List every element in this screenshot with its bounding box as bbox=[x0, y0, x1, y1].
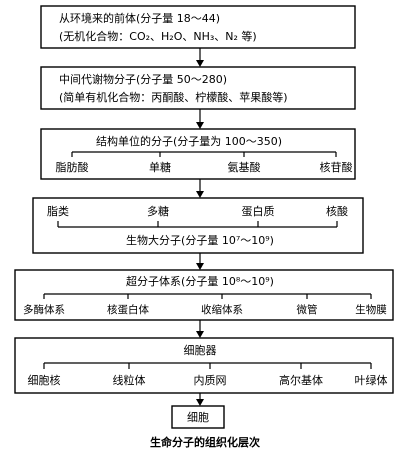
level3-item-0: 脂肪酸 bbox=[56, 160, 89, 174]
level4-node: 脂类 多糖 蛋白质 核酸 生物大分子(分子量 10⁷～10⁹) bbox=[32, 197, 364, 254]
level5-title: 超分子体系(分子量 10⁸～10⁹) bbox=[126, 274, 274, 288]
arrow-4-5 bbox=[196, 253, 204, 270]
level3-item-3: 核苷酸 bbox=[320, 160, 353, 174]
level3-item-2: 氨基酸 bbox=[228, 160, 261, 174]
level5-node: 超分子体系(分子量 10⁸～10⁹) 多酶体系 核蛋白体 收缩体系 微管 生物膜 bbox=[14, 269, 394, 321]
level3-item-1: 单糖 bbox=[149, 160, 171, 174]
level4-item-0: 脂类 bbox=[47, 204, 69, 218]
level7-node: 细胞 bbox=[171, 405, 225, 429]
level1-line1: 从环境来的前体(分子量 18～44) bbox=[59, 11, 220, 25]
level3-title: 结构单位的分子(分子量为 100～350) bbox=[96, 134, 282, 148]
arrow-3-4 bbox=[196, 179, 204, 198]
arrow-6-7 bbox=[196, 393, 204, 406]
level6-item-2: 内质网 bbox=[194, 373, 227, 387]
level4-item-3: 核酸 bbox=[326, 204, 348, 218]
figure-caption: 生命分子的组织化层次 bbox=[150, 435, 260, 449]
level6-item-4: 叶绿体 bbox=[355, 373, 388, 387]
arrow-2-3 bbox=[196, 109, 204, 129]
level2-node: 中间代谢物分子(分子量 50～280) (简单有机化合物：丙酮酸、柠檬酸、苹果酸… bbox=[40, 66, 356, 110]
arrow-5-6 bbox=[196, 320, 204, 338]
level5-item-4: 生物膜 bbox=[355, 303, 387, 316]
level4-title: 生物大分子(分子量 10⁷～10⁹) bbox=[126, 233, 274, 247]
level6-item-3: 高尔基体 bbox=[279, 373, 323, 387]
level1-node: 从环境来的前体(分子量 18～44) (无机化合物：CO₂、H₂O、NH₃、N₂… bbox=[40, 5, 356, 49]
level1-line2: (无机化合物：CO₂、H₂O、NH₃、N₂ 等) bbox=[59, 29, 257, 43]
level5-item-1: 核蛋白体 bbox=[107, 303, 149, 316]
level7-title: 细胞 bbox=[187, 411, 209, 424]
level4-item-1: 多糖 bbox=[147, 204, 169, 218]
level6-node: 细胞器 细胞核 线粒体 内质网 高尔基体 叶绿体 bbox=[14, 337, 394, 394]
level4-item-2: 蛋白质 bbox=[242, 204, 275, 218]
level6-item-1: 线粒体 bbox=[113, 373, 146, 387]
level3-node: 结构单位的分子(分子量为 100～350) 脂肪酸 单糖 氨基酸 核苷酸 bbox=[40, 128, 356, 180]
level5-item-3: 微管 bbox=[297, 303, 318, 316]
level5-item-2: 收缩体系 bbox=[201, 303, 243, 316]
level6-title: 细胞器 bbox=[184, 344, 217, 357]
level2-line1: 中间代谢物分子(分子量 50～280) bbox=[59, 72, 227, 86]
level2-line2: (简单有机化合物：丙酮酸、柠檬酸、苹果酸等) bbox=[59, 90, 288, 104]
level6-item-0: 细胞核 bbox=[28, 373, 61, 387]
arrow-1-2 bbox=[196, 48, 204, 67]
level5-item-0: 多酶体系 bbox=[23, 303, 65, 316]
